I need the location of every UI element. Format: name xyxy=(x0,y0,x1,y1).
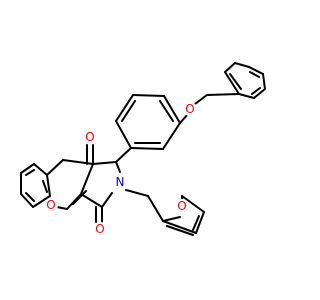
canvas-background xyxy=(0,0,300,300)
bond xyxy=(115,147,132,163)
bond xyxy=(162,220,197,234)
bond xyxy=(32,195,51,208)
bond xyxy=(194,94,208,105)
bond xyxy=(147,195,164,222)
atom-background xyxy=(183,102,197,116)
bond xyxy=(20,193,34,208)
bond xyxy=(62,159,94,165)
atom-background xyxy=(83,130,97,144)
oxygen-atom-benzyl-ether: O xyxy=(185,102,194,116)
bond xyxy=(33,163,48,176)
bond xyxy=(162,216,181,222)
bond xyxy=(166,225,194,236)
bond xyxy=(125,189,149,197)
atom-background xyxy=(93,222,107,236)
atom-background xyxy=(113,175,127,189)
bond xyxy=(192,215,200,231)
bond xyxy=(251,87,261,95)
bond xyxy=(92,161,117,165)
oxygen-atom-lactam: O xyxy=(95,222,104,236)
bond xyxy=(262,73,266,90)
bond-layer xyxy=(20,62,266,236)
bond xyxy=(130,147,164,150)
bond xyxy=(25,169,35,176)
bond xyxy=(66,193,82,210)
atom-background xyxy=(175,199,189,213)
bond xyxy=(229,73,242,90)
bond xyxy=(46,174,51,197)
bond xyxy=(115,161,121,173)
bond xyxy=(72,190,87,205)
bond xyxy=(179,113,189,124)
atom-background xyxy=(44,198,58,212)
bond xyxy=(80,193,103,208)
oxygen-atom-ketone: O xyxy=(85,130,94,144)
bond xyxy=(195,211,205,234)
bond xyxy=(132,94,165,97)
bond xyxy=(159,100,174,122)
bond xyxy=(46,159,64,176)
bond xyxy=(25,192,35,202)
bond xyxy=(80,163,94,195)
bond xyxy=(249,71,260,78)
bond xyxy=(181,195,205,213)
bond xyxy=(238,93,255,99)
molecule-structure: O O N O O O xyxy=(0,0,300,300)
bond xyxy=(121,100,136,122)
bond xyxy=(162,122,181,150)
oxygen-atom-furan: O xyxy=(177,199,186,213)
bond xyxy=(234,62,250,68)
bond xyxy=(253,88,266,99)
nitrogen-atom: N xyxy=(116,175,125,189)
bond xyxy=(248,66,264,75)
bond xyxy=(224,62,236,73)
bond xyxy=(206,93,240,96)
bond xyxy=(115,120,132,149)
bond xyxy=(42,180,48,193)
bond xyxy=(56,206,68,210)
oxygen-atom-pyran: O xyxy=(46,198,55,212)
bond xyxy=(163,95,181,124)
bond xyxy=(20,163,35,174)
bond xyxy=(115,94,134,122)
atom-label-layer: O O N O O O xyxy=(44,102,197,236)
bond xyxy=(224,71,240,95)
bond xyxy=(101,192,113,208)
